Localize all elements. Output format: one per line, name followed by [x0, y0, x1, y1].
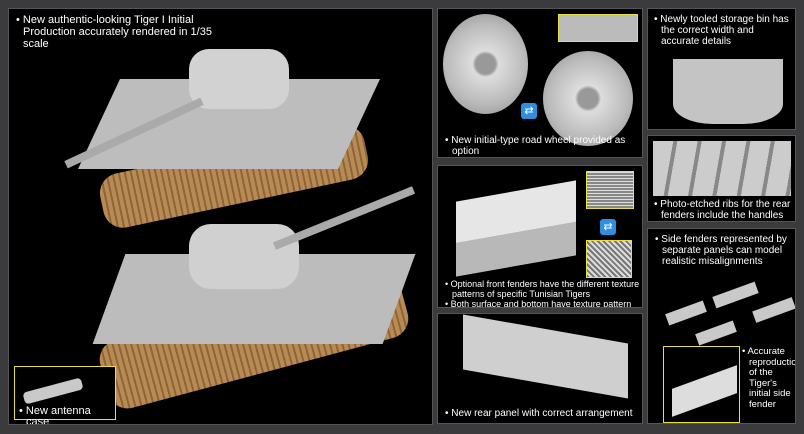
side-fenders-caption: Side fenders represented by separate pan…	[654, 234, 794, 267]
rear-panel-panel: New rear panel with correct arrangement	[437, 313, 643, 424]
texture-inset-bottom	[586, 240, 632, 278]
main-panel: New authentic-looking Tiger I Initial Pr…	[8, 8, 433, 425]
tank-top-image	[39, 39, 380, 232]
storage-bin-image	[673, 59, 783, 124]
rear-panel-image	[463, 314, 628, 399]
side-fender-detail-caption: Accurate reproduction of the Tiger's ini…	[741, 346, 795, 410]
road-wheel-caption: New initial-type road wheel provided as …	[444, 135, 642, 157]
swap-arrows-icon: ⇄	[521, 103, 537, 119]
storage-bin-panel: Newly tooled storage bin has the correct…	[647, 8, 796, 130]
side-fender-panel-1	[665, 300, 707, 326]
antenna-caption: New antenna case	[18, 406, 115, 425]
ribs-image	[653, 141, 791, 196]
texture-inset-top	[586, 171, 634, 209]
front-fender-image	[456, 180, 576, 277]
road-wheel-image-2	[543, 51, 633, 146]
road-wheel-image	[443, 14, 528, 114]
rear-panel-caption: New rear panel with correct arrangement	[444, 408, 632, 419]
side-fender-panel-4	[695, 320, 737, 346]
swap-arrows-icon: ⇄	[600, 219, 616, 235]
storage-bin-caption: Newly tooled storage bin has the correct…	[653, 14, 793, 47]
main-caption: New authentic-looking Tiger I Initial Pr…	[15, 14, 225, 50]
front-fenders-panel: ⇄ Optional front fenders have the differ…	[437, 165, 643, 308]
side-fenders-panel: Side fenders represented by separate pan…	[647, 228, 796, 424]
wheel-detail-inset	[558, 14, 638, 42]
side-fender-panel-2	[712, 281, 759, 309]
front-fenders-caption: Optional front fenders have the differen…	[444, 279, 642, 307]
tank-bottom-image	[79, 184, 419, 414]
ribs-panel: Photo-etched ribs for the rear fenders i…	[647, 135, 796, 222]
road-wheel-panel: ⇄ New initial-type road wheel provided a…	[437, 8, 643, 158]
side-fender-detail-inset	[663, 346, 740, 423]
ribs-caption: Photo-etched ribs for the rear fenders i…	[653, 199, 793, 221]
antenna-inset: New antenna case	[14, 366, 116, 424]
side-fender-panel-3	[752, 297, 795, 323]
